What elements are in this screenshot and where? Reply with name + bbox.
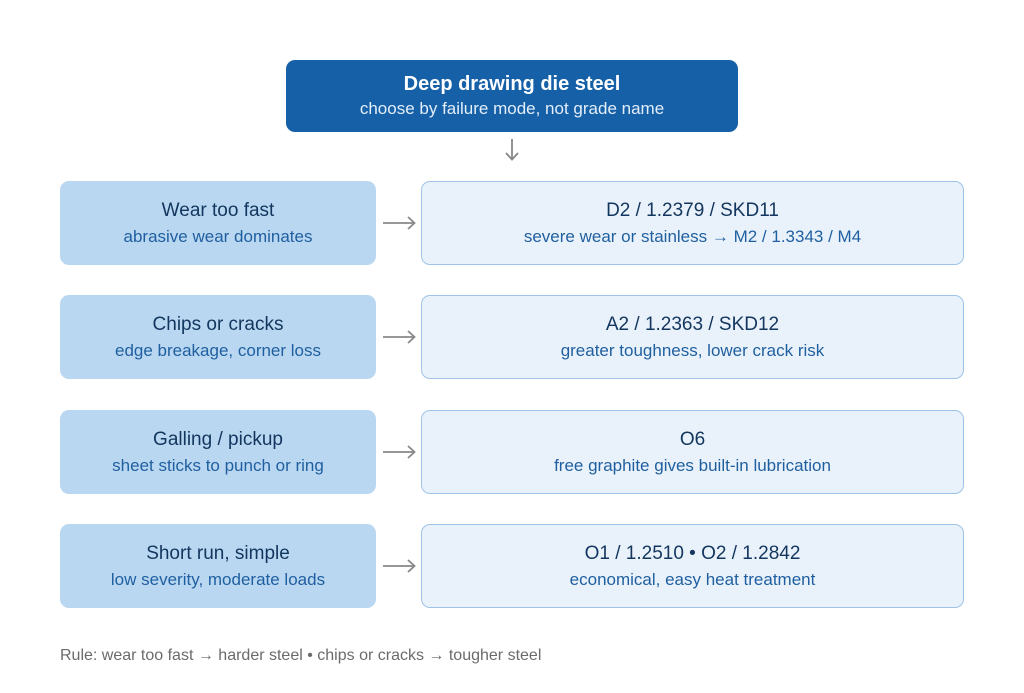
recommendation-box: O1 / 1.2510 • O2 / 1.2842 economical, ea… [421,524,964,608]
recommendation-detail: severe wear or stainless → M2 / 1.3343 /… [523,227,862,246]
recommendation-title: D2 / 1.2379 / SKD11 [606,200,779,221]
recommendation-box: O6 free graphite gives built-in lubricat… [421,410,964,494]
recommendation-title: O1 / 1.2510 • O2 / 1.2842 [584,543,801,564]
condition-title: Chips or cracks [152,314,284,335]
recommendation-detail: free graphite gives built-in lubrication [554,456,831,475]
header-box: Deep drawing die steel choose by failure… [286,60,738,132]
header-subtitle: choose by failure mode, not grade name [359,99,665,118]
condition-detail: abrasive wear dominates [123,227,313,246]
down-arrow-icon [505,139,519,161]
recommendation-detail: greater toughness, lower crack risk [560,341,825,360]
row-short-run: Short run, simple low severity, moderate… [0,524,1024,610]
condition-detail: low severity, moderate loads [110,570,326,589]
row-galling: Galling / pickup sheet sticks to punch o… [0,410,1024,496]
rule-footnote: Rule: wear too fast → harder steel • chi… [60,647,542,664]
row-chips: Chips or cracks edge breakage, corner lo… [0,295,1024,381]
condition-title: Wear too fast [161,200,275,221]
condition-box: Chips or cracks edge breakage, corner lo… [60,295,376,379]
condition-detail: sheet sticks to punch or ring [112,456,324,475]
condition-title: Galling / pickup [153,429,283,450]
right-arrow-icon [383,330,416,344]
recommendation-title: O6 [679,429,706,450]
right-arrow-icon [383,216,416,230]
recommendation-box: D2 / 1.2379 / SKD11 severe wear or stain… [421,181,964,265]
recommendation-detail: economical, easy heat treatment [569,570,816,589]
condition-box: Galling / pickup sheet sticks to punch o… [60,410,376,494]
condition-box: Wear too fast abrasive wear dominates [60,181,376,265]
header-title: Deep drawing die steel [403,73,621,95]
condition-box: Short run, simple low severity, moderate… [60,524,376,608]
right-arrow-icon [383,445,416,459]
row-wear: Wear too fast abrasive wear dominates D2… [0,181,1024,267]
recommendation-title: A2 / 1.2363 / SKD12 [605,314,780,335]
condition-title: Short run, simple [146,543,290,564]
right-arrow-icon [383,559,416,573]
condition-detail: edge breakage, corner loss [114,341,322,360]
recommendation-box: A2 / 1.2363 / SKD12 greater toughness, l… [421,295,964,379]
